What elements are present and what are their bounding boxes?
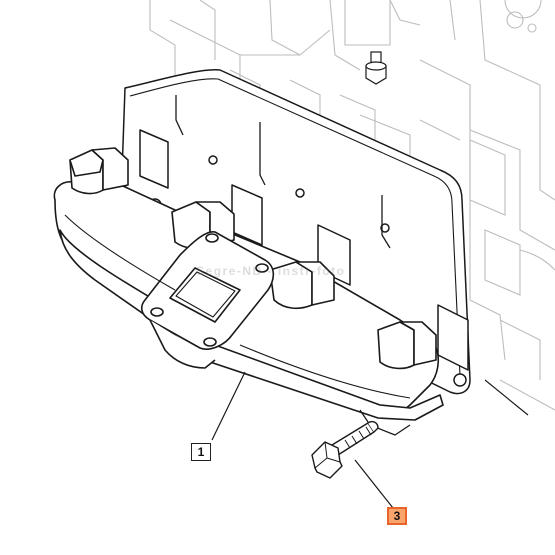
manifold-bolt — [311, 420, 379, 479]
callout-1[interactable]: 1 — [191, 443, 211, 461]
leader-line-3 — [354, 459, 394, 509]
leader-line-1 — [211, 371, 246, 441]
callout-3[interactable]: 3 — [387, 507, 407, 525]
exhaust-manifold — [53, 147, 444, 436]
watermark: Segre-ND - instr-foto — [196, 264, 346, 278]
leader-lines — [211, 371, 529, 509]
block-bolt — [365, 51, 387, 85]
leader-line-gasket — [484, 379, 529, 416]
